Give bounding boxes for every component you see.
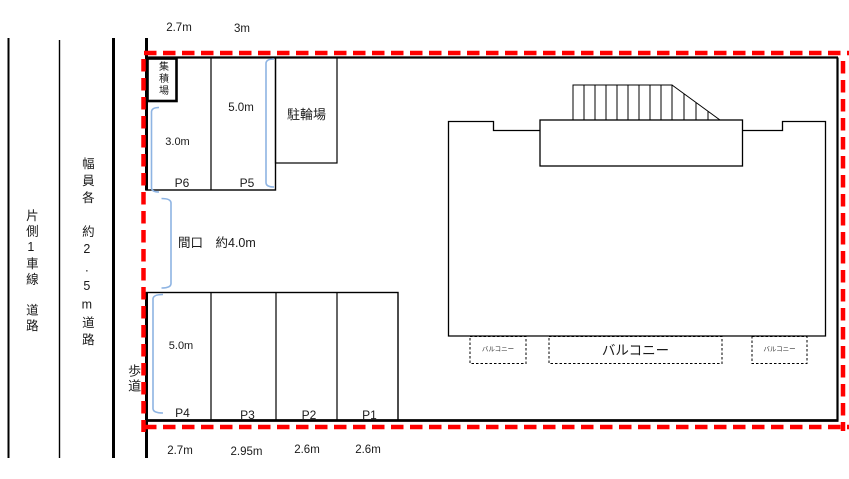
dimension-p3-width: 2.95m: [230, 446, 263, 458]
dimension-p6-depth: 3.0m: [165, 135, 190, 148]
dimension-p1-width: 2.6m: [355, 444, 381, 456]
stall-label-p2: P2: [301, 408, 317, 422]
building-outline: [447, 84, 827, 337]
bracket-p6-depth: [150, 106, 160, 193]
bracket-p5-depth: [265, 58, 275, 188]
stall-label-p3: P3: [240, 408, 255, 422]
dimension-lower-depth: 5.0m: [168, 339, 194, 352]
stall-label-p6: P6: [174, 175, 190, 190]
road-lines: [7, 38, 115, 458]
waste-station-box: [146, 57, 178, 103]
bracket-entrance: [161, 197, 172, 289]
balcony-label-left: バルコニー: [481, 346, 515, 353]
dimension-p5-width: 3m: [234, 22, 250, 35]
stall-label-p1: P1: [362, 408, 377, 422]
lower-parking-lines: [145, 291, 399, 422]
dimension-p6-width: 2.7m: [166, 21, 192, 34]
dimension-p2-width: 2.6m: [294, 444, 320, 456]
building-entrance-block: [539, 119, 744, 167]
stairs-hatch: [572, 84, 721, 121]
road-width-label: 幅員各 約2.5m道路: [79, 157, 94, 350]
site-boundary-red-dashed: [141, 50, 849, 432]
stall-label-p5: P5: [239, 175, 255, 190]
dimension-p5-depth: 5.0m: [228, 101, 254, 114]
bike-parking-label: 駐輪場: [286, 107, 327, 122]
road-lane-label: 片側1車線 道路: [23, 209, 38, 335]
bracket-p4-depth: [152, 293, 164, 414]
sidewalk-label: 歩道: [126, 364, 142, 394]
stall-label-p4: P4: [175, 406, 190, 420]
balcony-label-center: バルコニー: [601, 343, 670, 358]
balcony-label-right: バルコニー: [763, 345, 796, 353]
bike-parking-box: [274, 56, 338, 164]
balcony-boxes: [469, 336, 808, 364]
entrance-label: 間口 約4.0m: [178, 236, 256, 250]
dimension-p4-width: 2.7m: [167, 444, 193, 457]
waste-station-label: 集積場: [156, 61, 168, 97]
dimension-brackets: [150, 58, 275, 414]
